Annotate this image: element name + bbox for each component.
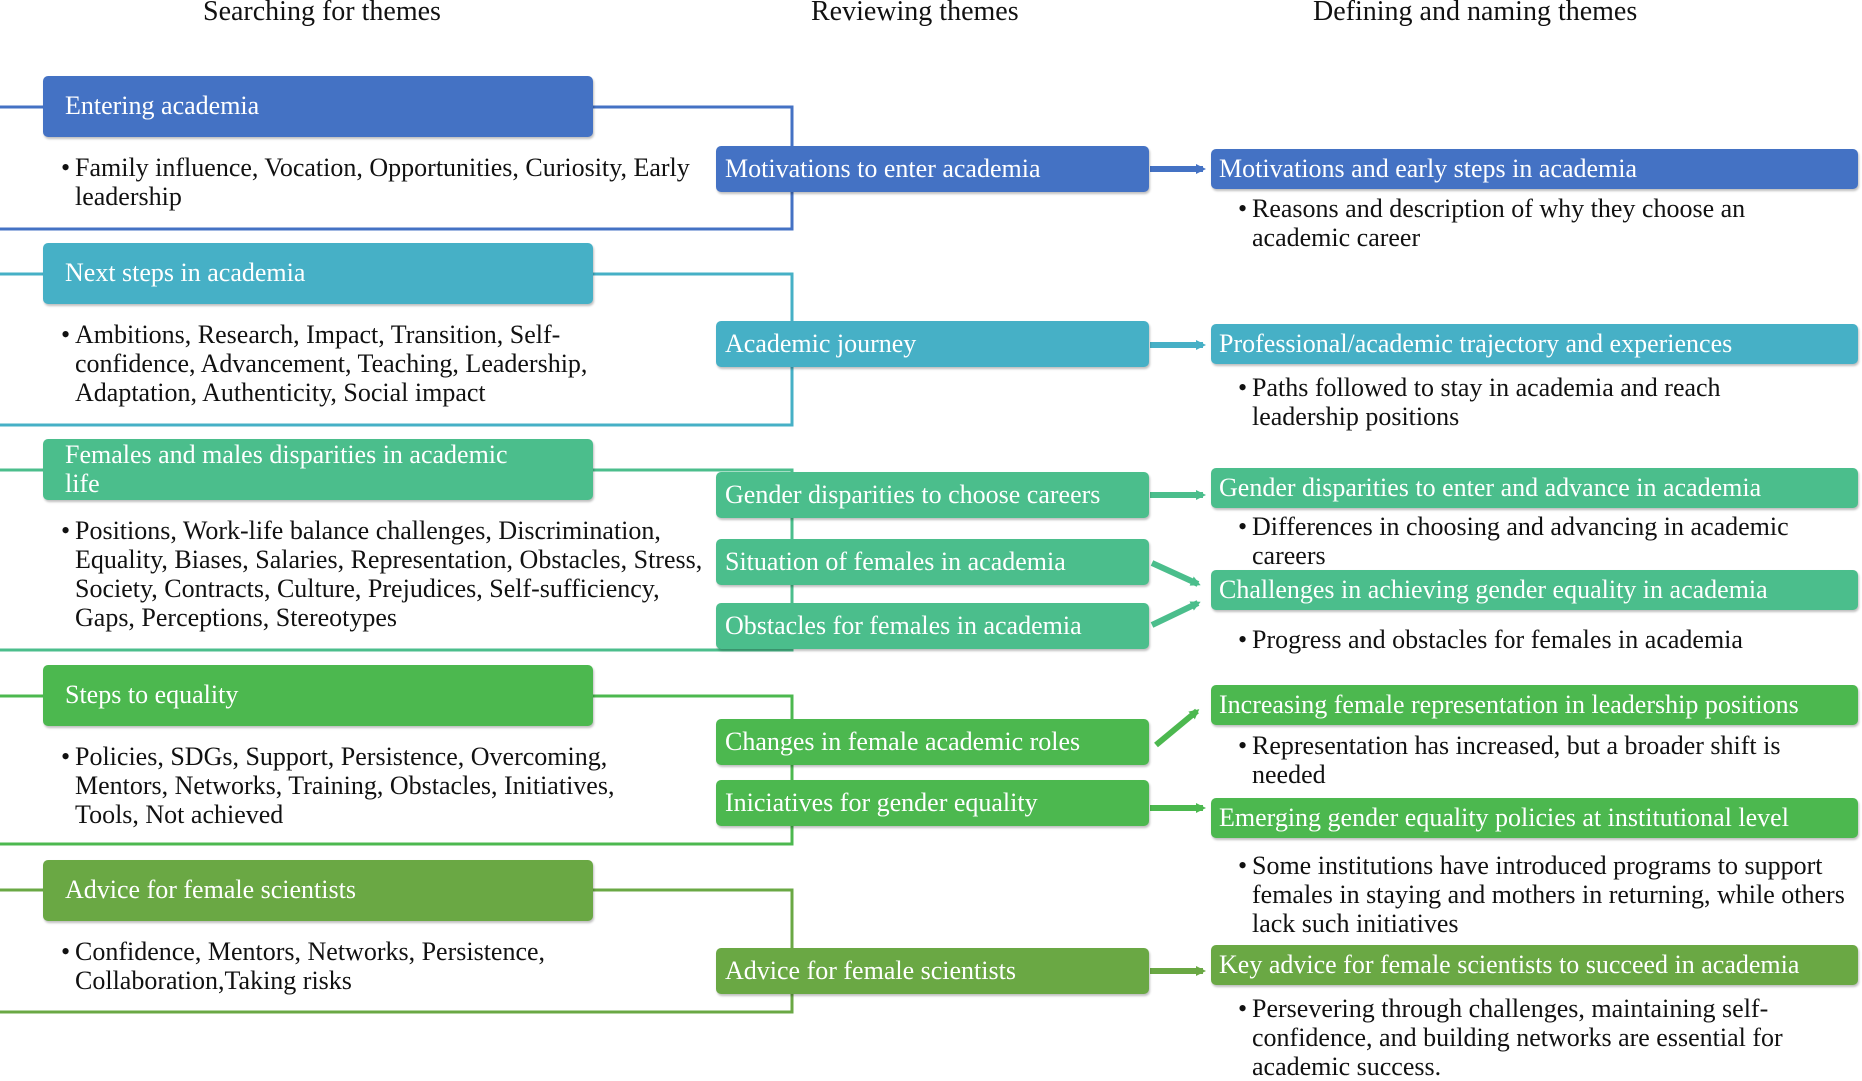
review-theme-situation: Situation of females in academia [716,539,1149,585]
review-theme-motivations: Motivations to enter academia [716,146,1149,192]
final-description-key-advice: •Persevering through challenges, maintai… [1228,994,1828,1081]
description-text: Differences in choosing and advancing in… [1252,512,1789,570]
arrow-obstacles [1150,600,1201,628]
bullet-dot: • [1238,625,1248,654]
search-theme-next-steps: Next steps in academia [43,243,593,304]
review-theme-initiatives: Iniciatives for gender equality [716,780,1149,826]
search-theme-entering-academia: Entering academia [43,76,593,137]
bracket-equality [0,694,794,846]
bullet-dot: • [1238,994,1248,1023]
search-theme-steps-to-equality: Steps to equality [43,665,593,726]
review-theme-obstacles: Obstacles for females in academia [716,603,1149,649]
arrow-situation [1150,560,1201,587]
search-codes-next-steps: •Ambitions, Research, Impact, Transition… [51,320,651,407]
bullet-dot: • [61,937,71,966]
review-theme-gender-disparities: Gender disparities to choose careers [716,472,1149,518]
final-description-motivations: •Reasons and description of why they cho… [1228,194,1828,252]
description-text: Progress and obstacles for females in ac… [1252,625,1743,654]
final-theme-representation: Increasing female representation in lead… [1211,685,1858,725]
review-theme-academic-journey: Academic journey [716,321,1149,367]
final-theme-gender-disparities: Gender disparities to enter and advance … [1211,468,1858,508]
bullet-dot: • [1238,851,1248,880]
description-text: Representation has increased, but a broa… [1252,731,1781,789]
final-description-representation: •Representation has increased, but a bro… [1228,731,1828,789]
search-theme-disparities: Females and males disparities in academi… [43,439,593,500]
codes-text: Policies, SDGs, Support, Persistence, Ov… [75,742,615,829]
search-codes-steps-to-equality: •Policies, SDGs, Support, Persistence, O… [51,742,681,829]
description-text: Persevering through challenges, maintain… [1252,994,1783,1081]
bullet-dot: • [1238,512,1248,541]
search-codes-entering-academia: •Family influence, Vocation, Opportuniti… [51,153,711,211]
bullet-dot: • [1238,731,1248,760]
codes-text: Confidence, Mentors, Networks, Persisten… [75,937,546,995]
header-defining: Defining and naming themes [1313,0,1638,27]
bullet-dot: • [1238,373,1248,402]
search-codes-disparities: •Positions, Work-life balance challenges… [51,516,721,632]
codes-text: Family influence, Vocation, Opportunitie… [75,153,690,211]
description-text: Reasons and description of why they choo… [1252,194,1746,252]
codes-text: Positions, Work-life balance challenges,… [75,516,703,632]
header-reviewing: Reviewing themes [811,0,1019,27]
review-theme-changes-roles: Changes in female academic roles [716,719,1149,765]
header-searching: Searching for themes [203,0,441,27]
final-theme-motivations-early-steps: Motivations and early steps in academia [1211,149,1858,189]
bullet-dot: • [61,153,71,182]
final-description-policies: •Some institutions have introduced progr… [1228,851,1853,938]
search-theme-advice: Advice for female scientists [43,860,593,921]
final-description-challenges: •Progress and obstacles for females in a… [1228,625,1848,654]
final-theme-challenges: Challenges in achieving gender equality … [1211,570,1858,610]
final-description-trajectory: •Paths followed to stay in academia and … [1228,373,1828,431]
review-theme-advice: Advice for female scientists [716,948,1149,994]
bullet-dot: • [61,516,71,545]
description-text: Paths followed to stay in academia and r… [1252,373,1721,431]
arrow-roles [1154,708,1200,748]
final-theme-key-advice: Key advice for female scientists to succ… [1211,945,1858,985]
bullet-dot: • [61,320,71,349]
search-codes-advice: •Confidence, Mentors, Networks, Persiste… [51,937,611,995]
codes-text: Ambitions, Research, Impact, Transition,… [75,320,588,407]
bullet-dot: • [1238,194,1248,223]
bullet-dot: • [61,742,71,771]
final-theme-trajectory: Professional/academic trajectory and exp… [1211,324,1858,364]
final-description-gender-disparities: •Differences in choosing and advancing i… [1228,512,1848,570]
final-theme-policies: Emerging gender equality policies at ins… [1211,798,1858,838]
description-text: Some institutions have introduced progra… [1252,851,1845,938]
